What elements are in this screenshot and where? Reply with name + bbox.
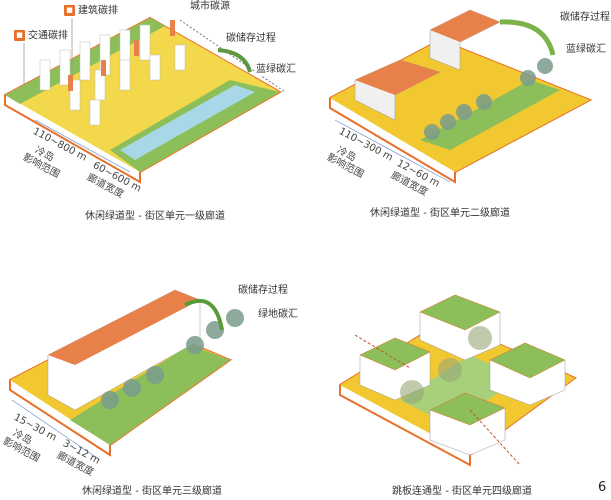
panel-2-caption: 休闲绿道型 - 街区单元二级廊道 — [370, 208, 510, 219]
building-emission-label: ■建筑碳排 — [64, 5, 118, 18]
traffic-emission-text: 交通碳排 — [28, 30, 68, 42]
panel-3-caption: 休闲绿道型 - 街区单元三级廊道 — [82, 486, 222, 497]
urban-carbon-source-label: 城市碳源 — [190, 1, 230, 13]
carbon-storage-label: 碳储存过程 — [226, 33, 276, 45]
panel-4-caption: 跳板连通型 - 街区单元四级廊道 — [392, 486, 532, 497]
page-number: 6 — [598, 480, 607, 495]
blue-green-sink-label: 蓝绿碳汇 — [566, 44, 606, 56]
panel-2-illustration — [329, 9, 593, 184]
blue-green-sink-label: 蓝绿碳汇 — [256, 64, 296, 76]
green-land-sink-label: 绿地碳汇 — [258, 309, 298, 321]
panel-1-illustration — [4, 14, 286, 184]
building-emission-text: 建筑碳排 — [78, 5, 118, 17]
car-icon: ■ — [14, 30, 25, 41]
building-icon: ■ — [64, 5, 75, 16]
carbon-storage-label: 碳储存过程 — [238, 285, 288, 297]
panel-1-caption: 休闲绿道型 - 街区单元一级廊道 — [85, 211, 225, 222]
panel-4-illustration — [339, 294, 577, 467]
traffic-emission-label: ■交通碳排 — [14, 30, 68, 43]
panel-3-illustration — [9, 289, 244, 461]
carbon-storage-label: 碳储存过程 — [560, 12, 610, 24]
